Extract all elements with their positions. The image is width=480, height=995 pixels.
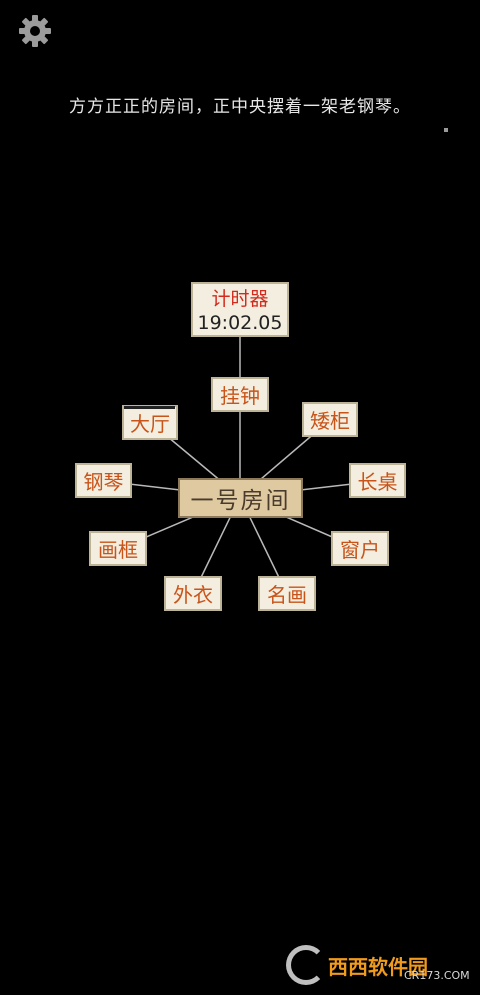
watermark-domain: CR173.COM [404, 969, 470, 982]
timer-value: 19:02.05 [197, 312, 283, 334]
window-node[interactable]: 窗户 [331, 531, 389, 566]
short-cabinet-node[interactable]: 矮柜 [302, 402, 358, 437]
settings-gear-icon[interactable] [18, 14, 52, 48]
coat-node[interactable]: 外衣 [164, 576, 222, 611]
watermark-c-icon [286, 945, 326, 985]
room-one-center[interactable]: 一号房间 [178, 478, 303, 518]
hall-exit-marker [124, 406, 175, 409]
text-cursor-dot [444, 128, 448, 132]
piano-node[interactable]: 钢琴 [75, 463, 132, 498]
watermark-logo: 西西软件园 CR173.COM [286, 945, 470, 985]
long-table-node[interactable]: 长桌 [349, 463, 406, 498]
watermark-brand: 西西软件园 [328, 954, 428, 979]
frame-node[interactable]: 画框 [89, 531, 147, 566]
painting-node[interactable]: 名画 [258, 576, 316, 611]
hall-node[interactable]: 大厅 [122, 405, 178, 440]
narration-text: 方方正正的房间，正中央摆着一架老钢琴。 [69, 97, 411, 117]
timer-label: 计时器 [211, 288, 269, 310]
clock-node[interactable]: 挂钟 [211, 377, 269, 412]
timer-panel: 计时器 19:02.05 [191, 282, 289, 337]
